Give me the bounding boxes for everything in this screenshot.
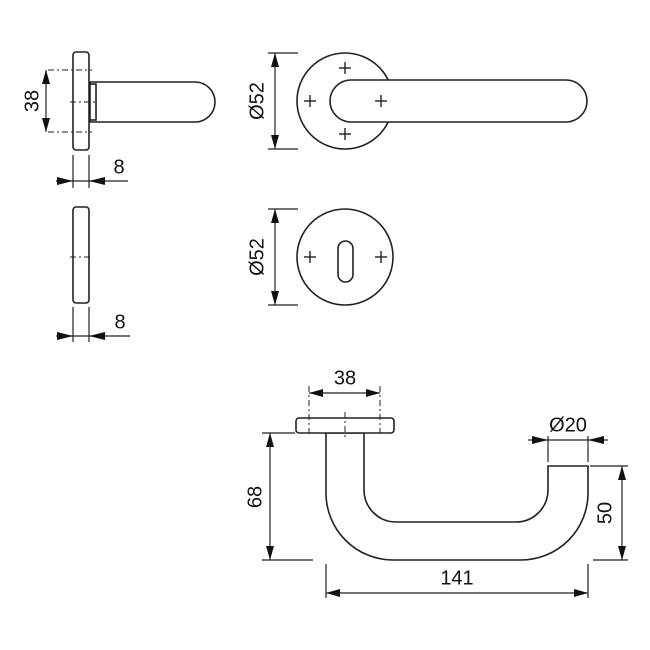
arrowhead	[588, 436, 604, 444]
arrowhead	[266, 546, 274, 560]
screw-icon	[304, 251, 316, 263]
screw-icon	[304, 95, 316, 107]
arrowhead	[271, 135, 279, 149]
dimension-label-38: 38	[334, 367, 356, 389]
dimension-label-50: 50	[594, 502, 616, 524]
arrowhead	[271, 53, 279, 67]
arrowhead	[618, 546, 626, 560]
rose-plate-side	[72, 51, 90, 151]
arrowhead	[89, 177, 105, 185]
arrowhead	[271, 291, 279, 305]
screw-icon	[339, 62, 351, 74]
dimension-label-diameter-52: Ø52	[246, 82, 268, 120]
side-view-escutcheon: 8	[56, 206, 130, 342]
dimension-label-diameter-52: Ø52	[246, 238, 268, 276]
lever-front	[329, 79, 588, 123]
handle-side-profile	[89, 81, 216, 123]
dimension-label-141: 141	[440, 567, 473, 589]
lever-top-profile	[325, 432, 589, 561]
screw-icon	[375, 251, 387, 263]
arrowhead	[618, 466, 626, 480]
arrowhead	[326, 589, 340, 597]
arrowhead	[366, 389, 380, 397]
arrowhead	[57, 177, 73, 185]
screw-icon	[375, 95, 387, 107]
front-view-rose: Ø52	[246, 52, 588, 150]
arrowhead	[271, 209, 279, 223]
escutcheon-plate-side	[72, 206, 90, 304]
dimension-label-68: 68	[244, 486, 266, 508]
dimension-label-8: 8	[113, 156, 124, 178]
dimension-label-38: 38	[21, 90, 43, 112]
top-view-handle: 38 Ø20 68 50 141	[244, 367, 628, 598]
arrowhead	[57, 332, 73, 340]
dimension-label-8: 8	[114, 311, 125, 333]
arrowhead	[532, 436, 548, 444]
keyhole-icon	[337, 240, 354, 283]
arrowhead	[42, 70, 50, 84]
arrowhead	[574, 589, 588, 597]
side-view-rose: 38 8	[21, 51, 216, 188]
arrowhead	[266, 433, 274, 447]
front-view-escutcheon: Ø52	[246, 208, 394, 306]
screw-icon	[339, 128, 351, 140]
arrowhead	[89, 332, 105, 340]
arrowhead	[309, 389, 323, 397]
arrowhead	[42, 118, 50, 132]
dimension-label-diameter-20: Ø20	[549, 414, 587, 436]
